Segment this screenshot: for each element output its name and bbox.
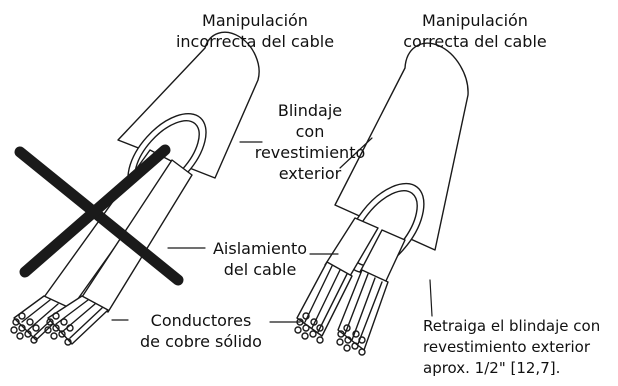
incorrect-cross-mark: [14, 144, 184, 286]
incorrect-handling-title: Manipulación incorrecta del cable: [155, 10, 355, 52]
incorrect-cable: [10, 31, 260, 346]
correct-cable: [294, 42, 469, 356]
incorrect-copper-strands-a: [10, 295, 71, 344]
shield-line2: con: [295, 122, 325, 141]
shield-label: Blindaje con revestimiento exterior: [250, 100, 370, 184]
correct-cable-jacket: [334, 42, 469, 251]
leader-lines: [111, 137, 433, 323]
leader-shield-right: [339, 137, 373, 169]
correct-copper-strands-b: [336, 269, 389, 356]
shield-line3: revestimiento: [254, 143, 366, 162]
retract-line2: revestimiento exterior: [423, 338, 591, 356]
insulation-line2: del cable: [223, 260, 297, 279]
correct-handling-title: Manipulación correcta del cable: [375, 10, 575, 52]
retract-shield-note: Retraiga el blindaje con revestimiento e…: [423, 316, 613, 379]
insulation-label: Aislamiento del cable: [200, 238, 320, 280]
incorrect-title-line2: incorrecta del cable: [175, 32, 335, 51]
insulation-line1: Aislamiento: [212, 239, 308, 258]
retract-line1: Retraiga el blindaje con: [423, 317, 601, 335]
conductors-line2: de cobre sólido: [140, 332, 262, 351]
retract-line3: aprox. 1/2" [12,7].: [423, 359, 561, 377]
shield-line1: Blindaje: [277, 101, 343, 120]
shield-line4: exterior: [278, 164, 342, 183]
conductors-line1: Conductores: [150, 311, 252, 330]
incorrect-insulation-b: [79, 159, 193, 313]
leader-retract: [429, 279, 433, 317]
correct-title-line2: correcta del cable: [403, 32, 547, 51]
correct-copper-strands-a: [294, 261, 353, 344]
correct-title-line1: Manipulación: [422, 11, 528, 30]
incorrect-copper-strands-b: [44, 295, 109, 346]
incorrect-title-line1: Manipulación: [202, 11, 308, 30]
conductors-label: Conductores de cobre sólido: [126, 310, 276, 352]
